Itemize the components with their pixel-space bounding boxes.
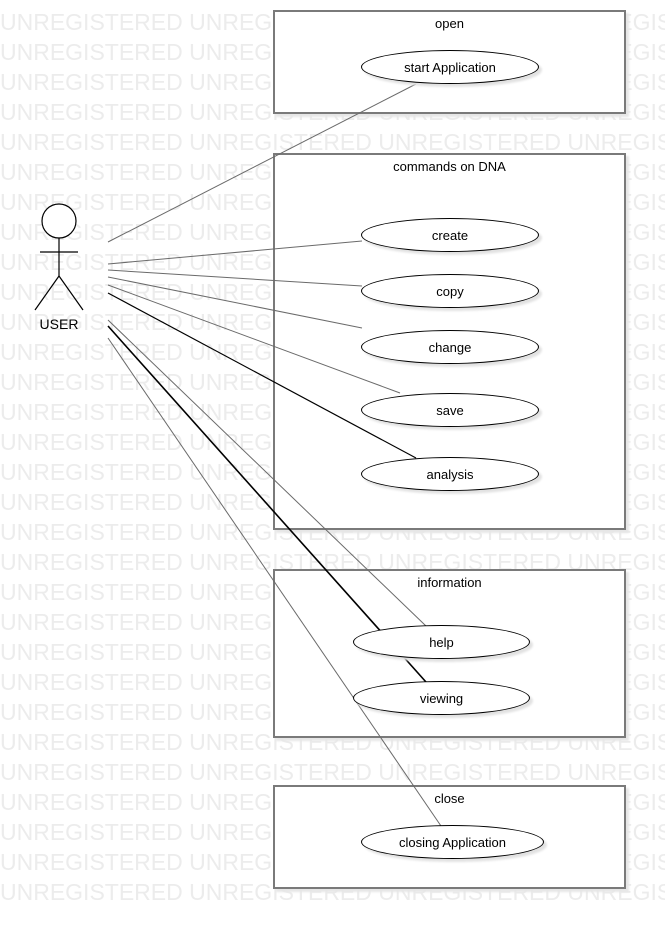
use-case-label: closing Application	[399, 834, 506, 850]
use-case-viewing: viewing	[353, 681, 530, 715]
association-change	[107, 276, 363, 329]
package-title: commands on DNA	[393, 159, 506, 174]
package-title: close	[434, 791, 465, 806]
package-title: information	[417, 575, 482, 590]
association-analysis	[107, 292, 417, 459]
use-case-label: viewing	[419, 690, 464, 706]
use-case-start-application: start Application	[361, 50, 539, 84]
use-case-label: copy	[436, 283, 464, 299]
use-case-create: create	[361, 218, 539, 252]
association-closing-application	[107, 337, 442, 827]
use-case-label: save	[436, 402, 464, 418]
use-case-label: help	[429, 634, 454, 650]
association-help	[107, 319, 427, 627]
package-title: open	[435, 16, 464, 31]
association-viewing	[107, 325, 427, 683]
use-case-analysis: analysis	[361, 457, 539, 491]
use-case-label: start Application	[404, 59, 496, 75]
use-case-closing-application: closing Application	[361, 825, 544, 859]
association-start-application	[107, 83, 417, 243]
use-case-label: change	[428, 339, 472, 355]
association-save	[107, 284, 401, 394]
association-create	[107, 240, 363, 265]
actor-label: USER	[39, 316, 79, 332]
actor-stick-figure-icon	[34, 203, 84, 311]
use-case-label: create	[431, 227, 469, 243]
use-case-label: analysis	[426, 466, 474, 482]
use-case-help: help	[353, 625, 530, 659]
use-case-copy: copy	[361, 274, 539, 308]
use-case-save: save	[361, 393, 539, 427]
use-case-change: change	[361, 330, 539, 364]
association-copy	[107, 269, 363, 287]
